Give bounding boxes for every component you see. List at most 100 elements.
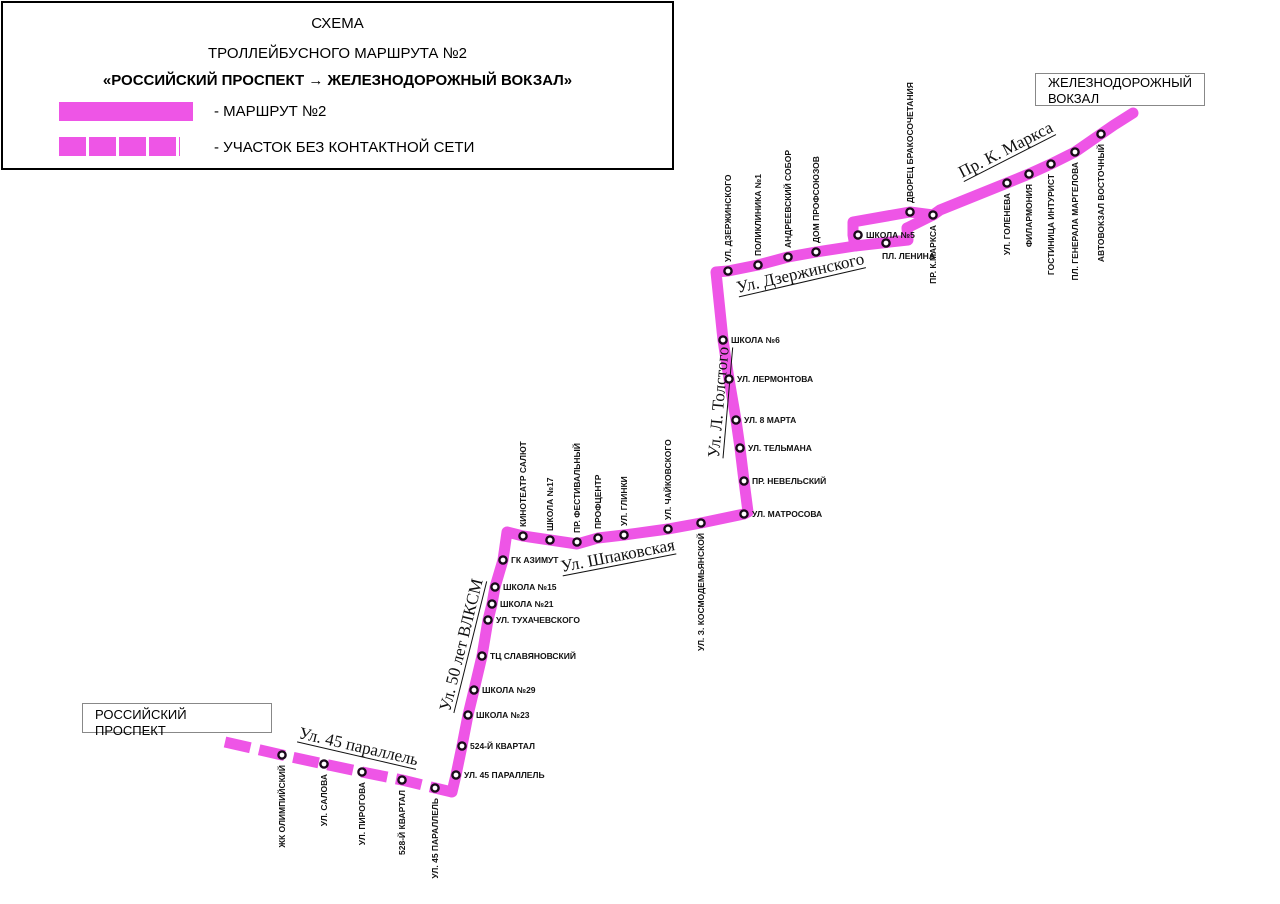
stop-marker-icon [457,741,467,751]
stop: ТЦ СЛАВЯНОВСКИЙ [477,650,576,661]
stop-label: УЛ. 45 ПАРАЛЛЕЛЬ [464,770,545,780]
stop-label: ПОЛИКЛИНИКА №1 [753,174,763,256]
stop-label: УЛ. 8 МАРТА [744,415,796,425]
stop: УЛ. ДЗЕРЖИНСКОГО [723,174,733,276]
stop: ФИЛАРМОНИЯ [1024,169,1034,247]
stop: КИНОТЕАТР САЛЮТ [518,440,528,541]
stop: ШКОЛА №21 [487,599,554,609]
stop-label: ДОМ ПРОФСОЮЗОВ [811,156,821,243]
legend-route-label: - МАРШРУТ №2 [214,103,327,120]
legend-route-name: «РОССИЙСКИЙ ПРОСПЕКТ → ЖЕЛЕЗНОДОРОЖНЫЙ В… [102,72,573,89]
stop-label: ШКОЛА №6 [731,335,780,345]
stop: АВТОВОКЗАЛ ВОСТОЧНЫЙ [1095,129,1106,262]
stop-label: ГОСТИНИЦА ИНТУРИСТ [1046,173,1056,275]
stop: 528-Й КВАРТАЛ [396,775,407,855]
stop: ШКОЛА №15 [490,582,557,592]
legend-box: СХЕМА ТРОЛЛЕЙБУСНОГО МАРШРУТА №2 «РОССИЙ… [1,1,674,170]
stop-marker-icon [739,509,749,519]
stop: ШКОЛА №29 [469,685,536,695]
terminal-end-label-2: ВОКЗАЛ [1048,91,1100,106]
stop: ПЛ. ГЕНЕРАЛА МАРГЕЛОВА [1070,147,1080,281]
stop-label: ПР. ФЕСТИВАЛЬНЫЙ [571,443,582,533]
street-underline [562,553,677,577]
stop-label: ПР. НЕВЕЛЬСКИЙ [752,475,826,486]
legend-subtitle: ТРОЛЛЕЙБУСНОГО МАРШРУТА №2 [207,45,467,62]
stop-marker-icon [905,207,915,217]
stop: ДВОРЕЦ БРАКОСОЧЕТАНИЯ [905,82,915,217]
legend-no-wire-label: - УЧАСТОК БЕЗ КОНТАКТНОЙ СЕТИ [214,139,475,156]
stop-label: ЖК ОЛИМПИЙСКИЙ [276,765,287,849]
stop-marker-icon [463,710,473,720]
stop-label: ПРОФЦЕНТР [593,474,603,529]
stop-label: УЛ. ПИРОГОВА [357,782,367,845]
stop-marker-icon [483,615,493,625]
terminal-end-label-1: ЖЕЛЕЗНОДОРОЖНЫЙ [1048,75,1193,90]
stop-marker-icon [783,252,793,262]
stop-label: УЛ. ГОЛЕНЕВА [1002,193,1012,255]
stop-marker-icon [1002,178,1012,188]
stop: ПРОФЦЕНТР [593,474,603,543]
stop-label: ПЛ. ЛЕНИНА [882,251,935,261]
stop-label: ТЦ СЛАВЯНОВСКИЙ [490,650,576,661]
stop-marker-icon [593,533,603,543]
stop-marker-icon [477,651,487,661]
stop: УЛ. ГЛИНКИ [619,476,629,540]
stop-marker-icon [619,530,629,540]
route-line-loop-link [901,209,939,234]
stop: УЛ. ЧАЙКОВСКОГО [662,439,673,534]
stop: УЛ. ТУХАЧЕВСКОГО [483,615,580,625]
stop: ГОСТИНИЦА ИНТУРИСТ [1046,159,1056,275]
street-label: Ул. Л. Толстого [704,346,734,459]
stop: УЛ. ТЕЛЬМАНА [735,443,812,453]
stop-label: УЛ. ЛЕРМОНТОВА [737,374,813,384]
terminal-start-label: РОССИЙСКИЙ ПРОСПЕКТ [95,707,187,738]
stop-marker-icon [928,210,938,220]
stop: ЖК ОЛИМПИЙСКИЙ [276,750,287,849]
stop-label: 524-Й КВАРТАЛ [470,740,535,751]
stop-marker-icon [487,599,497,609]
stop: ШКОЛА №6 [718,335,780,345]
stop-label: ШКОЛА №15 [503,582,557,592]
stop-marker-icon [753,260,763,270]
stop-label: ПЛ. ГЕНЕРАЛА МАРГЕЛОВА [1070,162,1080,281]
stop-label: КИНОТЕАТР САЛЮТ [518,440,528,527]
stop-label: УЛ. МАТРОСОВА [752,509,822,519]
stop-marker-icon [319,759,329,769]
stop-label: 528-Й КВАРТАЛ [396,790,407,855]
stop-marker-icon [1096,129,1106,139]
stop-label: ШКОЛА №29 [482,685,536,695]
stop-marker-icon [718,335,728,345]
stop-label: ДВОРЕЦ БРАКОСОЧЕТАНИЯ [905,82,915,203]
stop-marker-icon [739,476,749,486]
stop-label: УЛ. З. КОСМОДЕМЬЯНСКОЙ [695,533,706,651]
terminal-start: РОССИЙСКИЙ ПРОСПЕКТ [82,703,272,738]
stop-label: УЛ. ТЕЛЬМАНА [748,443,812,453]
stop-label: АНДРЕЕВСКИЙ СОБОР [782,150,793,248]
stop: УЛ. ЛЕРМОНТОВА [724,374,813,384]
legend-title: СХЕМА [311,15,364,32]
stop-label: ШКОЛА №5 [866,230,915,240]
stop-marker-icon [572,537,582,547]
stop-label: АВТОВОКЗАЛ ВОСТОЧНЫЙ [1095,144,1106,262]
stop-marker-icon [451,770,461,780]
stop: ПЛ. ЛЕНИНА [881,238,935,261]
stop-marker-icon [397,775,407,785]
street-underline [453,581,488,714]
stop-label: УЛ. ТУХАЧЕВСКОГО [496,615,580,625]
stop: ДОМ ПРОФСОЮЗОВ [811,156,821,257]
stop: ПР. НЕВЕЛЬСКИЙ [739,475,826,486]
stop: УЛ. ПИРОГОВА [357,767,367,845]
stop-label: ФИЛАРМОНИЯ [1024,184,1034,247]
stop-label: УЛ. САЛОВА [319,774,329,826]
stop-label: ПР. К.МАРКСА [928,225,938,284]
stop-label: ШКОЛА №23 [476,710,530,720]
stop: УЛ. 45 ПАРАЛЛЕЛЬ [430,783,440,879]
stop: 524-Й КВАРТАЛ [457,740,535,751]
stop-marker-icon [696,518,706,528]
stop-marker-icon [853,230,863,240]
stop-marker-icon [1046,159,1056,169]
stop: УЛ. 45 ПАРАЛЛЕЛЬ [451,770,545,780]
stop-marker-icon [518,531,528,541]
stop-marker-icon [724,374,734,384]
